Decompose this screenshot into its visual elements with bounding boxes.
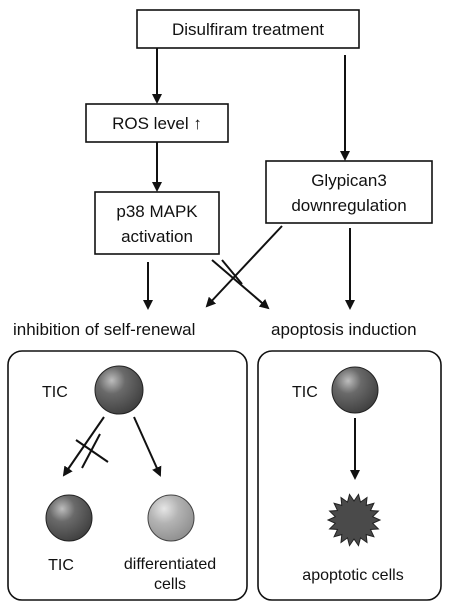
panel-self-renewal: TIC TIC differentiated cells [7,350,248,601]
outcome-apoptosis: apoptosis induction [271,320,417,339]
ros-label: ROS level ↑ [112,114,202,133]
differentiated-label-line2: cells [154,576,186,593]
block-cross-2 [81,433,101,469]
arrow-tic-to-differentiated [133,416,162,477]
treatment-label: Disulfiram treatment [172,20,324,39]
glypican-label-line2: downregulation [291,196,406,215]
p38-label-line2: activation [121,227,193,246]
apoptotic-label: apoptotic cells [302,567,403,584]
node-glypican3: Glypican3 downregulation [265,160,433,224]
panel-apoptosis: TIC apoptotic cells [257,350,442,601]
right-tic-label: TIC [292,384,318,401]
node-p38-mapk: p38 MAPK activation [94,191,220,255]
node-disulfiram-treatment: Disulfiram treatment [136,9,360,49]
differentiated-label-line1: differentiated [124,556,216,573]
node-ros-level: ROS level ↑ [85,103,229,143]
arrow-glypican-to-self-renewal [205,225,283,308]
outcome-self-renewal: inhibition of self-renewal [13,320,195,339]
apoptotic-cell-icon [326,493,382,547]
tic-cell-apoptosis [331,366,379,414]
tic-cell [94,365,144,415]
left-tic-label: TIC [42,384,68,401]
arrow-crossed-to-apoptosis [211,259,270,310]
p38-label-line1: p38 MAPK [116,202,198,221]
tic-daughter-label: TIC [48,557,74,574]
glypican-label-line1: Glypican3 [311,171,387,190]
tic-daughter-cell [45,494,93,542]
block-mark-top [221,259,243,285]
differentiated-cell [147,494,195,542]
